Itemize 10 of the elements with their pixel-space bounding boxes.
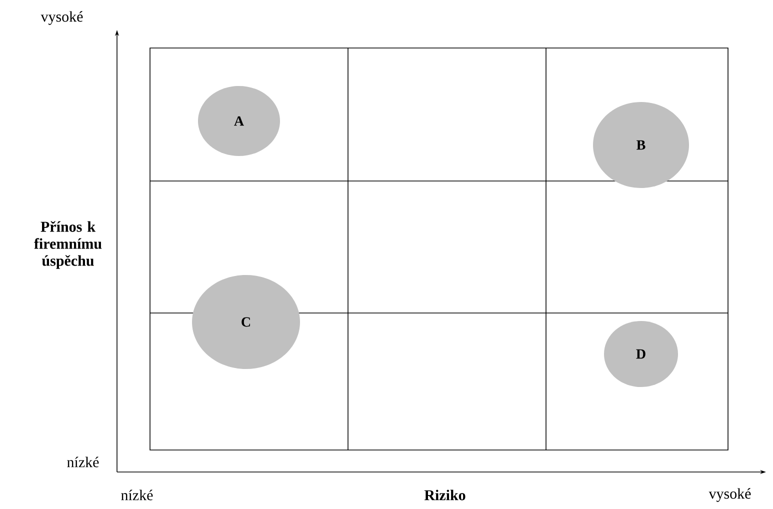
- axis-end-label: nízké: [121, 490, 153, 500]
- axis-title: Přínos k firemnímu úspěchu: [34, 221, 102, 269]
- bubble: D: [604, 321, 678, 387]
- axis-end-label: vysoké: [708, 488, 751, 502]
- bubble: B: [593, 102, 689, 188]
- axis-end-label: nízké: [67, 456, 99, 468]
- axis-end-label: vysoké: [40, 11, 83, 25]
- bubble: C: [192, 275, 300, 369]
- axis-title: Riziko: [424, 490, 466, 500]
- bubble: A: [198, 86, 280, 156]
